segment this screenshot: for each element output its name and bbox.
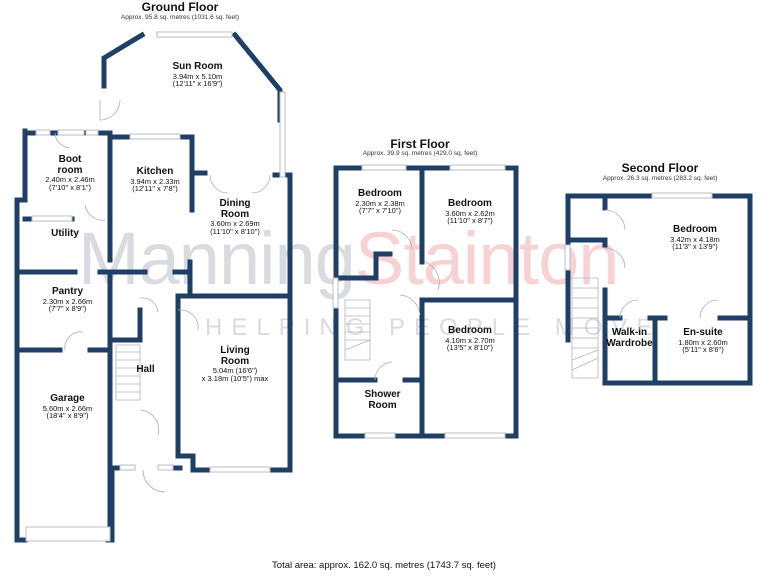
total-area: Total area: approx. 162.0 sq. metres (17… [272,560,496,571]
room-bedroom-front: Bedroom 3.60m x 2.62m (11'10" x 8'7") [445,198,495,226]
watermark-tagline: HELPING PEOPLE MOVE [205,314,662,341]
ground-floor-area: Approx. 95.8 sq. metres (1031.6 sq. feet… [120,14,240,21]
room-pantry: Pantry 2.30m x 2.66m (7'7" x 8'9") [42,286,93,314]
room-bedroom-small: Bedroom 2.30m x 2.38m (7'7" x 7'10") [355,188,405,216]
room-boot-room: Boot room 2.40m x 2.46m (7'10" x 8'1") [45,154,95,192]
watermark-part1: Manning [78,217,356,300]
room-en-suite: En-suite 1.80m x 2.60m (5'11" x 8'6") [678,327,728,355]
watermark-logo: ManningStainton [78,222,619,296]
room-shower-room: Shower Room [364,389,401,411]
room-utility: Utility [51,228,79,239]
room-living-room: Living Room 5.04m (16'6") x 3.18m (10'5"… [201,345,269,383]
room-walk-in-wardrobe: Walk-in Wardrobe [606,327,653,349]
first-floor-area: Approx. 39.9 sq. metres (429.0 sq. feet) [362,150,478,157]
second-floor-title: Second Floor [621,161,699,175]
room-sun-room: Sun Room 3.94m x 5.10m (12'11" x 16'9") [172,61,223,89]
second-floor-area: Approx. 26.3 sq. metres (283.2 sq. feet) [602,175,718,182]
room-kitchen: Kitchen 3.94m x 2.33m (12'11" x 7'8") [130,166,180,194]
watermark-part2: Stainton [354,217,620,300]
room-bedroom-rear: Bedroom 4.10m x 2.70m (13'5" x 8'10") [445,325,495,353]
room-dining-room: Dining Room 3.60m x 2.69m (11'10" x 8'10… [210,198,260,236]
room-hall: Hall [136,364,155,375]
room-bedroom-loft: Bedroom 3.42m x 4.18m (11'3" x 13'9") [670,224,720,252]
room-garage: Garage 5.60m x 2.66m (18'4" x 8'9") [42,393,93,421]
first-floor-title: First Floor [390,137,450,151]
ground-floor-title: Ground Floor [141,0,219,14]
